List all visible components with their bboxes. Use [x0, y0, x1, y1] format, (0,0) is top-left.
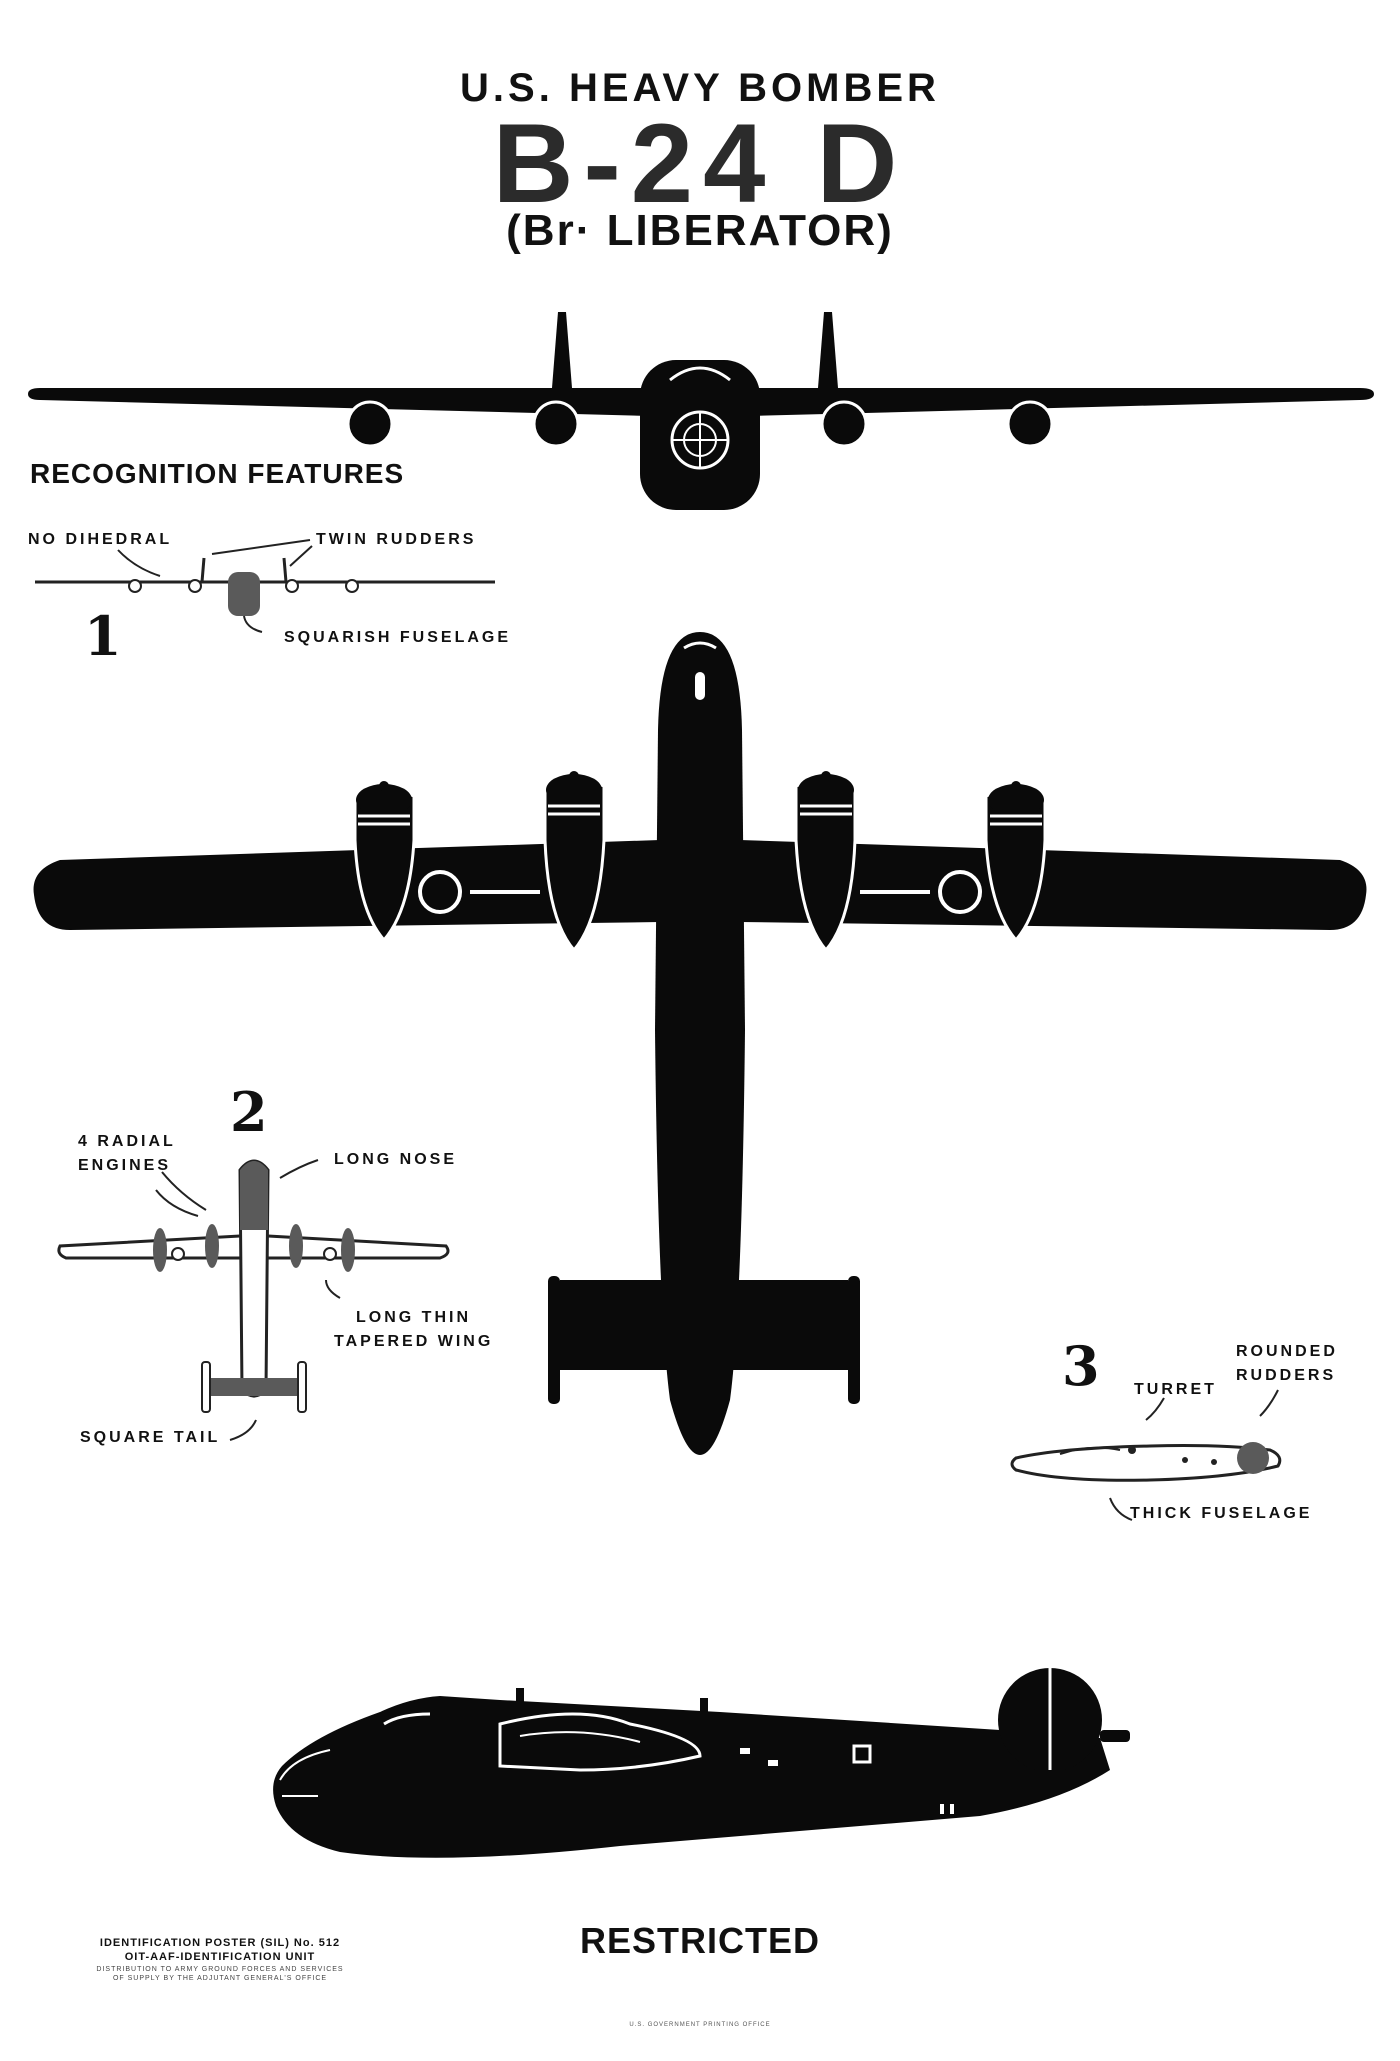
poster-subtitle: U.S. HEAVY BOMBER [460, 66, 940, 110]
label-long-nose: LONG NOSE [334, 1151, 458, 1168]
label-4-radial: 4 RADIAL [78, 1133, 176, 1150]
recognition-diagram-2 [57, 1159, 450, 1413]
recognition-diagram-1 [35, 557, 495, 616]
label-twin-rudders: TWIN RUDDERS [316, 531, 477, 548]
label-no-dihedral: NO DIHEDRAL [28, 531, 173, 548]
label-tapered-wing: TAPERED WING [334, 1333, 494, 1350]
poster-credit-line-2: OIT-AAF-IDENTIFICATION UNIT [124, 1951, 316, 1964]
diagram-1-leader-lines [117, 539, 313, 633]
poster-credits: IDENTIFICATION POSTER (SIL) No. 512 OIT-… [60, 1936, 380, 1983]
british-name: (Br· LIBERATOR) [506, 206, 894, 255]
side-view-silhouette [273, 1668, 1130, 1858]
label-engines: ENGINES [78, 1157, 172, 1174]
restricted-marking: RESTRICTED [579, 1920, 820, 1961]
view-number-2: 2 [230, 1080, 268, 1144]
view-number-1: 1 [84, 604, 122, 668]
top-view-silhouette [33, 632, 1367, 1455]
recognition-features-heading: RECOGNITION FEATURES [30, 458, 405, 489]
poster-credit-line-3: DISTRIBUTION TO ARMY GROUND FORCES AND S… [96, 1965, 344, 1973]
label-squarish-fuselage: SQUARISH FUSELAGE [284, 629, 512, 646]
view-number-3: 3 [1062, 1334, 1100, 1398]
poster-credit-line-1: IDENTIFICATION POSTER (SIL) No. 512 [99, 1937, 341, 1949]
printer-imprint: U.S. GOVERNMENT PRINTING OFFICE [629, 2022, 771, 2028]
aircraft-model-title: B-24 D [492, 101, 908, 226]
label-rounded: ROUNDED [1236, 1343, 1338, 1360]
recognition-diagram-3 [1010, 1442, 1282, 1482]
label-thick-fuselage: THICK FUSELAGE [1130, 1505, 1313, 1522]
poster-credit-line-4: OF SUPPLY BY THE ADJUTANT GENERAL'S OFFI… [112, 1974, 328, 1982]
label-turret: TURRET [1134, 1381, 1217, 1398]
label-square-tail: SQUARE TAIL [80, 1429, 221, 1446]
diagram-2-leader-lines [155, 1159, 341, 1441]
front-view-silhouette [28, 312, 1374, 510]
diagram-3-leader-lines [1109, 1389, 1279, 1521]
label-rudders: RUDDERS [1236, 1367, 1337, 1384]
label-long-thin: LONG THIN [356, 1309, 471, 1326]
